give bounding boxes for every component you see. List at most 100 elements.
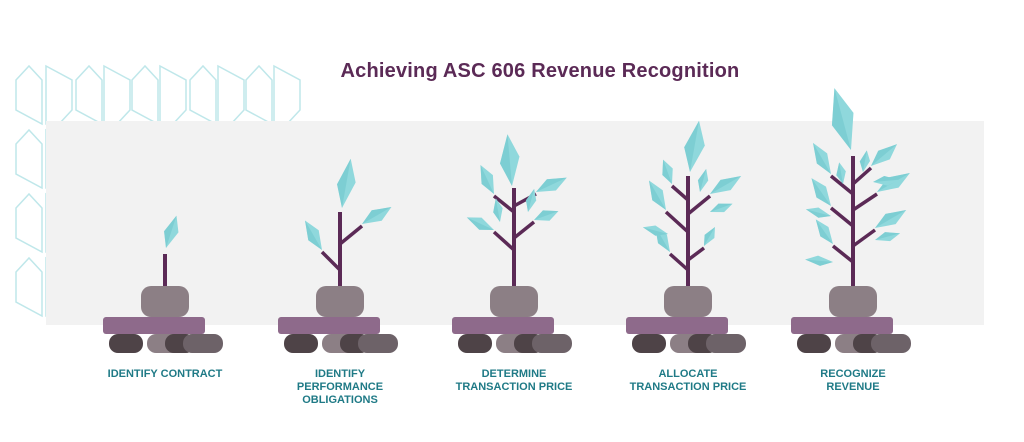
step-label-line: IDENTIFY CONTRACT (107, 368, 223, 380)
leaf-shade (697, 168, 707, 192)
stone-slab (791, 317, 893, 334)
leaf-shade (811, 178, 831, 206)
stem-branch (668, 252, 690, 272)
plant-5 (791, 88, 911, 353)
leaf-shade (662, 159, 672, 184)
plant-2 (278, 158, 398, 353)
leaf-shade (710, 176, 742, 194)
diagram-title: Achieving ASC 606 Revenue Recognition (340, 60, 740, 82)
leaf-shade (536, 177, 567, 192)
stone-top (141, 286, 189, 317)
plant-1 (103, 215, 223, 353)
leaf-shade (813, 142, 831, 174)
plants-group (103, 88, 911, 353)
leaf-shade (684, 120, 700, 172)
stone-slab (278, 317, 380, 334)
step-label-line: ALLOCATE (658, 368, 718, 380)
pattern-cell (159, 64, 187, 125)
stem-branch (851, 166, 873, 186)
plant-3 (452, 134, 572, 353)
step-label-line: PERFORMANCE (296, 381, 384, 393)
pattern-cell (75, 64, 103, 126)
pattern-cell (189, 64, 217, 126)
stem-branch (831, 244, 855, 264)
pattern-cell (15, 256, 43, 318)
stem-branch (686, 194, 712, 216)
pattern-cell (131, 64, 159, 126)
stone (632, 334, 666, 353)
step-label-line: IDENTIFY (314, 368, 366, 380)
leaf-shade (873, 175, 899, 182)
pattern-cell (15, 192, 43, 254)
stem-branch (664, 210, 690, 234)
pattern-cell (45, 64, 73, 125)
step-label-line: TRANSACTION PRICE (455, 381, 573, 393)
leaf-shade (859, 150, 867, 172)
step-label-line: REVENUE (826, 381, 880, 393)
leaf-shade (704, 226, 715, 246)
leaf-shade (642, 227, 668, 236)
leaf-shade (815, 219, 833, 244)
leaf-shade (871, 144, 898, 166)
stem-branch (338, 224, 364, 246)
stem-branch (512, 220, 536, 240)
step-label-line: OBLIGATIONS (302, 394, 378, 406)
stone (284, 334, 318, 353)
pattern-cell (15, 64, 43, 126)
pattern-cell (15, 128, 43, 190)
leaf-shade (875, 232, 901, 240)
stone-slab (452, 317, 554, 334)
stem-branch (829, 206, 855, 228)
stone-top (490, 286, 538, 317)
stone-top (316, 286, 364, 317)
leaf-shade (875, 210, 907, 228)
pattern-cell (245, 64, 273, 126)
step-label-line: TRANSACTION PRICE (629, 381, 747, 393)
plant-4 (626, 120, 746, 353)
stone (706, 334, 746, 353)
stem-branch (851, 228, 877, 248)
stone (458, 334, 492, 353)
step-label-1: IDENTIFY CONTRACT (90, 368, 240, 381)
stone (797, 334, 831, 353)
stone (532, 334, 572, 353)
leaf-shade (805, 209, 831, 218)
stem-branch (492, 230, 516, 252)
stone (183, 334, 223, 353)
leaf-shade (305, 220, 322, 250)
leaf-shade (466, 217, 494, 230)
stem-branch (852, 192, 878, 212)
stem-branch (686, 246, 706, 262)
leaf-shade (493, 198, 500, 222)
leaf-shade (649, 180, 666, 210)
leaf-shade (499, 134, 512, 186)
leaf-shade (525, 188, 535, 212)
stone-slab (103, 317, 205, 334)
step-label-line: DETERMINE (481, 368, 547, 380)
leaf-shade (362, 207, 392, 224)
stem-branch (670, 184, 690, 202)
stem-branch (492, 194, 516, 214)
stone-top (829, 286, 877, 317)
pattern-cell (103, 64, 131, 125)
step-label-line: RECOGNIZE (820, 368, 886, 380)
leaf-shade (836, 162, 843, 184)
leaf-shade (480, 164, 494, 194)
stone-slab (626, 317, 728, 334)
leaf-shade (534, 210, 559, 220)
stone (358, 334, 398, 353)
stone (109, 334, 143, 353)
pattern-cell (217, 64, 245, 125)
leaf-shade (710, 203, 733, 212)
pattern-cell (273, 64, 301, 125)
leaf-shade (164, 215, 177, 248)
leaf-shade (831, 88, 851, 150)
leaf-shade (337, 158, 351, 208)
stem-branch (320, 250, 342, 272)
